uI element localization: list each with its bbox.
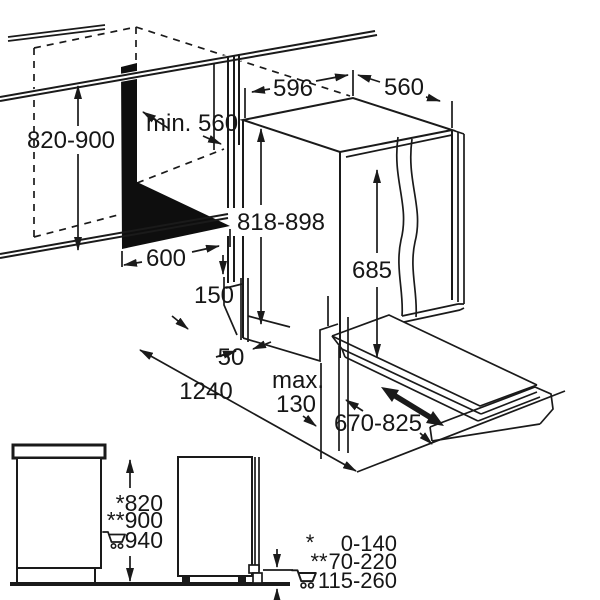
gap-reference-lines	[240, 278, 249, 342]
label-side-height-star: *820	[116, 490, 163, 516]
dashed-interior-bottom-edge	[33, 214, 119, 238]
dimension-labels: 820-900 min. 560 596 560 818-898 685 600…	[27, 74, 424, 593]
right-unit-body	[177, 456, 253, 577]
right-unit-door-lines	[254, 457, 260, 570]
label-appliance-height: 818-898	[237, 209, 325, 236]
label-plinth-drop: 150	[194, 282, 234, 309]
door-panel-top-edge	[345, 134, 453, 158]
top-dimension-ref-lines	[244, 70, 453, 128]
dashed-worktop-back-edge	[135, 26, 351, 97]
niche-width-arrow-right	[191, 244, 220, 253]
niche-depth-arrow-downright	[202, 135, 222, 145]
left-unit-body	[16, 457, 102, 569]
door-break-wavy-line-1	[395, 136, 405, 317]
dashed-niche-floor-back-edge	[136, 148, 225, 184]
dashed-interior-top-edge	[33, 26, 137, 49]
floor-pointer-arrow	[171, 315, 189, 330]
furniture-door-slide-assembly	[139, 314, 566, 473]
label-furniture-door-height: 670-825	[334, 410, 422, 437]
door-break-wavy-line-2	[409, 138, 419, 318]
legend-value-cart: 115-260	[318, 568, 397, 593]
plinth-step-edge	[223, 277, 238, 336]
right-unit-door-foot	[252, 572, 263, 584]
left-unit-plinth	[16, 567, 96, 584]
right-unit-door-bracket	[248, 564, 260, 574]
legend-value-double-star: 70-220	[328, 549, 397, 574]
front-clearance-arrow	[139, 349, 357, 472]
appliance-3d-box	[239, 70, 465, 363]
label-niche-height: 820-900	[27, 127, 115, 154]
label-appliance-width: 596	[273, 75, 313, 102]
floor-plinth-strip	[429, 386, 554, 442]
niche-width-arrow-left	[123, 258, 143, 267]
appliance-top-face	[239, 96, 456, 154]
door-bottom-edge	[401, 303, 465, 323]
door-panel-outer-edges	[451, 129, 465, 304]
door-slab-back-edge	[331, 314, 538, 386]
slide-arrow-head-right	[426, 411, 444, 426]
label-side-height-double-star: **900	[107, 507, 163, 533]
label-niche-width: 600	[146, 245, 186, 272]
label-appliance-depth: 560	[384, 74, 424, 101]
legend-symbol-star: *	[306, 530, 315, 555]
floor-front-right-edge	[356, 390, 566, 473]
slide-arrow-shaft	[390, 391, 435, 422]
side-view-scene	[10, 443, 293, 600]
gap-arrow-right	[252, 340, 272, 350]
label-recess-max-value: 130	[276, 391, 316, 418]
label-door-ref-height: 685	[352, 257, 392, 284]
door-slab-thickness-edges	[331, 335, 541, 422]
cabinet-niche-scene	[0, 24, 378, 359]
depth-arrow-left	[357, 74, 381, 83]
right-unit-foot-right	[238, 576, 246, 583]
divider-panel-edges	[227, 54, 240, 283]
depth-arrow-right	[425, 93, 441, 102]
worktop-front-edge-lines	[0, 30, 378, 102]
slide-arrow-head-left	[381, 387, 399, 402]
shopping-cart-icon	[102, 531, 126, 550]
legend-symbol-double-star: **	[310, 549, 328, 574]
right-unit-foot-left	[182, 576, 190, 583]
floor-extension-edge	[247, 315, 291, 328]
worktop-front-edge-mask	[0, 29, 377, 103]
niche-depth-arrow-upleft	[142, 111, 169, 129]
niche-shaded-panel	[121, 63, 230, 249]
label-niche-depth-min: min. 560	[146, 110, 238, 137]
width-arrow-right	[315, 73, 349, 82]
base-front-edge-lines	[0, 213, 229, 259]
door-slab-top-edge	[331, 335, 538, 407]
niche-width-ref-lines	[121, 229, 231, 267]
appliance-plinth-notch	[242, 296, 339, 363]
worktop-back-edge-lines	[7, 24, 106, 42]
legend-value-star: 0-140	[341, 531, 397, 556]
divider-bottom-cap	[225, 283, 243, 289]
label-front-clearance: 1240	[179, 378, 232, 405]
left-unit-worktop	[11, 443, 107, 460]
door-height-arrow-downright	[419, 432, 433, 445]
label-gap: 50	[218, 344, 245, 371]
label-side-height-cart: 940	[125, 527, 163, 553]
label-recess-max-prefix: max.	[272, 367, 324, 394]
width-arrow-left	[251, 85, 271, 94]
